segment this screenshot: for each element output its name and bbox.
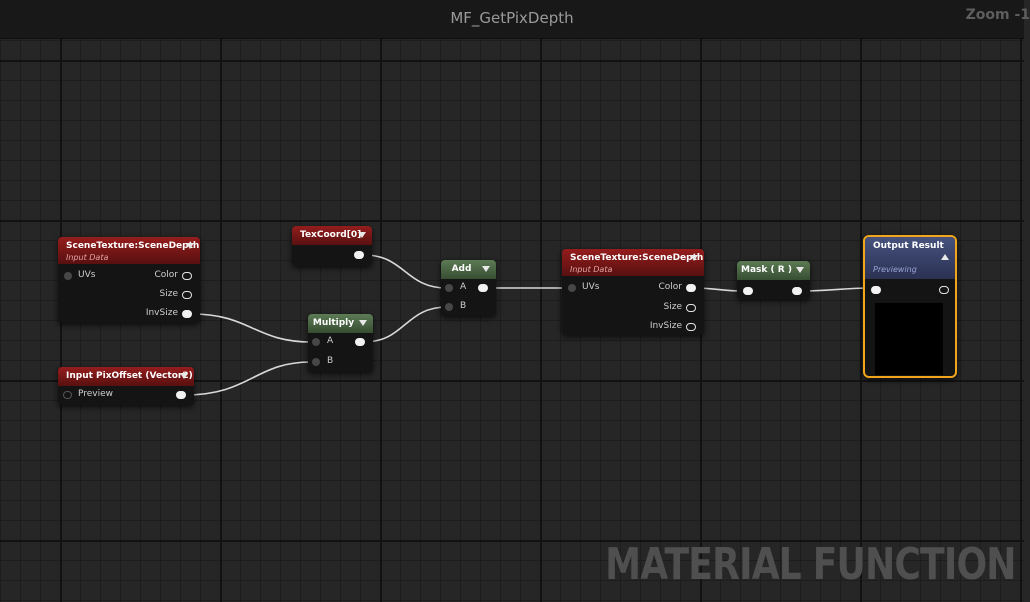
output-pin[interactable] (792, 287, 802, 295)
node-scene-texture-depth-2[interactable]: SceneTexture:SceneDepth Input Data UVs C… (562, 249, 704, 335)
wire-mask-to-output[interactable] (799, 287, 873, 292)
output-pin-color[interactable] (182, 272, 192, 280)
node-header[interactable]: Output Result Previewing (865, 237, 955, 279)
node-title: Multiply (312, 318, 355, 328)
node-subtitle: Input Data (66, 253, 109, 262)
material-function-watermark: MATERIAL FUNCTION (605, 539, 1016, 590)
preview-thumbnail (875, 303, 943, 375)
node-title: TexCoord[0] (300, 230, 362, 240)
input-pin[interactable] (871, 286, 881, 294)
input-pin-preview[interactable] (63, 391, 72, 399)
output-pin-invsize[interactable] (182, 310, 192, 318)
collapse-arrow-icon[interactable] (796, 267, 804, 273)
node-subtitle: Input Data (570, 265, 613, 274)
input-pin-b[interactable] (312, 358, 320, 366)
node-multiply[interactable]: Multiply A B (308, 314, 373, 372)
node-texcoord[interactable]: TexCoord[0] (292, 226, 372, 266)
node-header[interactable]: Multiply (308, 314, 373, 333)
node-title: SceneTexture:SceneDepth (570, 253, 704, 263)
node-input-pixoffset[interactable]: Input PixOffset (Vector2) Preview (58, 367, 194, 405)
node-title: SceneTexture:SceneDepth (66, 241, 200, 251)
collapse-arrow-icon[interactable] (690, 255, 698, 261)
node-add[interactable]: Add A B (441, 260, 496, 316)
input-pin-uvs[interactable] (64, 272, 72, 280)
input-label-preview: Preview (78, 389, 114, 399)
output-label-color: Color (658, 282, 683, 292)
output-label-invsize: InvSize (145, 308, 178, 318)
node-title: Mask ( R ) (741, 265, 792, 275)
node-subtitle: Previewing (873, 265, 917, 274)
node-header[interactable]: SceneTexture:SceneDepth Input Data (58, 237, 200, 264)
node-output-result[interactable]: Output Result Previewing (863, 235, 957, 378)
input-label-uvs: UVs (582, 282, 600, 292)
node-title: Input PixOffset (Vector2) (66, 371, 193, 381)
output-pin-color[interactable] (686, 284, 696, 292)
input-label-a: A (460, 282, 467, 292)
node-title: Output Result (873, 241, 944, 251)
input-pin-b[interactable] (445, 303, 453, 311)
collapse-arrow-icon[interactable] (180, 373, 188, 379)
input-pin-a[interactable] (312, 338, 320, 346)
wire-multiply-to-add-b[interactable] (363, 306, 448, 343)
collapse-arrow-icon[interactable] (358, 232, 366, 238)
input-label-b: B (327, 356, 334, 366)
wire-pixoffset-to-multiply-b[interactable] (184, 361, 312, 396)
node-header[interactable]: TexCoord[0] (292, 226, 372, 245)
collapse-arrow-icon[interactable] (941, 254, 949, 260)
output-label-size: Size (159, 289, 178, 299)
wire-invsize-to-multiply-a[interactable] (191, 313, 312, 343)
output-pin[interactable] (176, 391, 186, 399)
input-label-b: B (460, 301, 467, 311)
output-pin-invsize[interactable] (686, 323, 696, 331)
output-pin-size[interactable] (686, 304, 696, 312)
node-header[interactable]: SceneTexture:SceneDepth Input Data (562, 249, 704, 276)
output-pin-size[interactable] (182, 291, 192, 299)
collapse-arrow-icon[interactable] (186, 243, 194, 249)
output-label-color: Color (154, 270, 179, 280)
input-label-uvs: UVs (78, 270, 96, 280)
node-scene-texture-depth-1[interactable]: SceneTexture:SceneDepth Input Data UVs C… (58, 237, 200, 323)
collapse-arrow-icon[interactable] (359, 320, 367, 326)
input-pin[interactable] (743, 287, 753, 295)
node-mask[interactable]: Mask ( R ) (737, 261, 810, 299)
zoom-level: Zoom -1 (965, 7, 1030, 23)
output-pin[interactable] (355, 338, 365, 346)
node-header[interactable]: Add (441, 260, 496, 279)
graph-title-bar: MF_GetPixDepth Zoom -1 (0, 0, 1030, 39)
output-pin[interactable] (939, 286, 949, 294)
wire-texcoord-to-add-a[interactable] (363, 254, 448, 289)
graph-title: MF_GetPixDepth (450, 9, 574, 27)
output-pin[interactable] (354, 251, 364, 259)
output-pin[interactable] (478, 284, 488, 292)
input-pin-a[interactable] (445, 284, 453, 292)
output-label-size: Size (663, 302, 682, 312)
collapse-arrow-icon[interactable] (482, 266, 490, 272)
input-label-a: A (327, 336, 334, 346)
node-title: Add (451, 264, 472, 274)
output-label-invsize: InvSize (649, 321, 682, 331)
node-header[interactable]: Input PixOffset (Vector2) (58, 367, 194, 386)
input-pin-uvs[interactable] (568, 284, 576, 292)
node-header[interactable]: Mask ( R ) (737, 261, 810, 280)
